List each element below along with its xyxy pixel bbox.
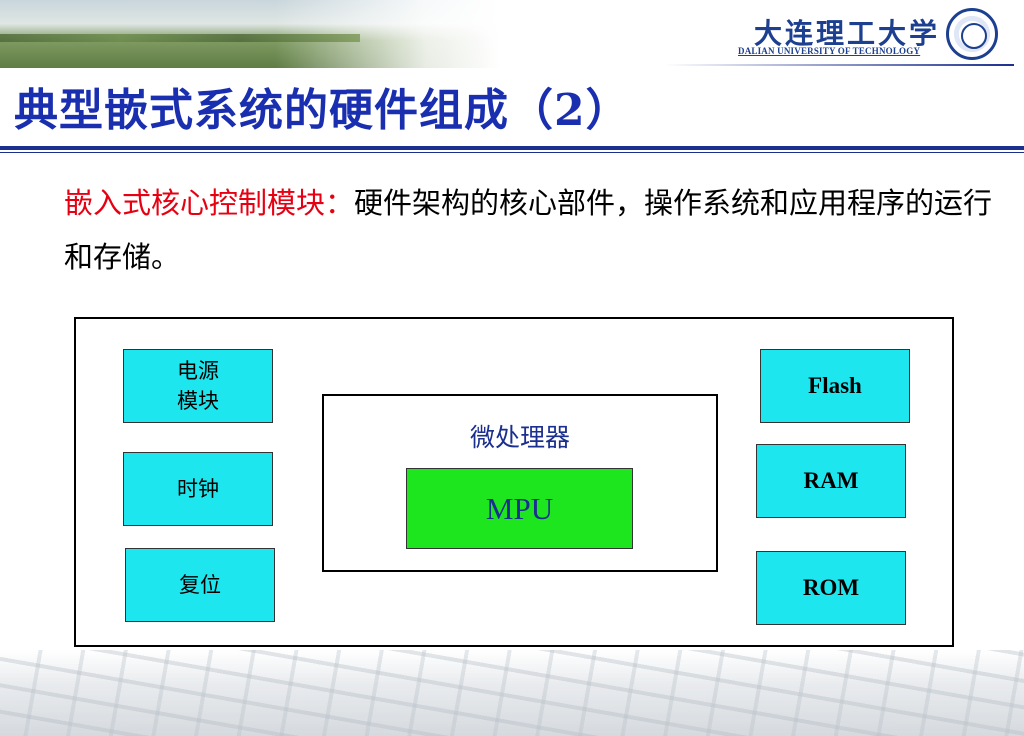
clock-block: 时钟 bbox=[123, 452, 273, 526]
university-seal-icon bbox=[946, 8, 998, 60]
rom-block: ROM bbox=[756, 551, 906, 625]
flash-block: Flash bbox=[760, 349, 910, 423]
title-divider-thick bbox=[0, 146, 1024, 150]
logo-english-name: DALIAN UNIVERSITY OF TECHNOLOGY bbox=[738, 46, 920, 56]
key-term: 嵌入式核心控制模块： bbox=[64, 186, 354, 220]
reset-label: 复位 bbox=[179, 570, 221, 600]
slide-title: 典型嵌式系统的硬件组成（2） bbox=[14, 74, 631, 138]
power-module-block: 电源 模块 bbox=[123, 349, 273, 423]
banner-photo bbox=[0, 0, 500, 68]
mpu-label: MPU bbox=[486, 491, 553, 527]
rom-label: ROM bbox=[803, 575, 859, 601]
reset-block: 复位 bbox=[125, 548, 275, 622]
mpu-block: MPU bbox=[406, 468, 633, 549]
logo-divider bbox=[664, 64, 1014, 66]
flash-label: Flash bbox=[808, 373, 862, 399]
microprocessor-label: 微处理器 bbox=[324, 418, 716, 454]
clock-label: 时钟 bbox=[177, 474, 219, 504]
microprocessor-block: 微处理器 MPU bbox=[322, 394, 718, 572]
hardware-diagram: 电源 模块 时钟 复位 微处理器 MPU Flash RAM ROM bbox=[74, 317, 954, 647]
ram-block: RAM bbox=[756, 444, 906, 518]
power-module-label-line1: 电源 bbox=[177, 356, 219, 386]
keyboard-background-image bbox=[0, 650, 1024, 736]
ram-label: RAM bbox=[804, 468, 859, 494]
university-logo: 大连理工大学 DALIAN UNIVERSITY OF TECHNOLOGY bbox=[738, 8, 998, 62]
title-divider-thin bbox=[0, 152, 1024, 153]
slide-body: 嵌入式核心控制模块：硬件架构的核心部件，操作系统和应用程序的运行和存储。 bbox=[64, 176, 994, 284]
power-module-label-line2: 模块 bbox=[177, 386, 219, 416]
